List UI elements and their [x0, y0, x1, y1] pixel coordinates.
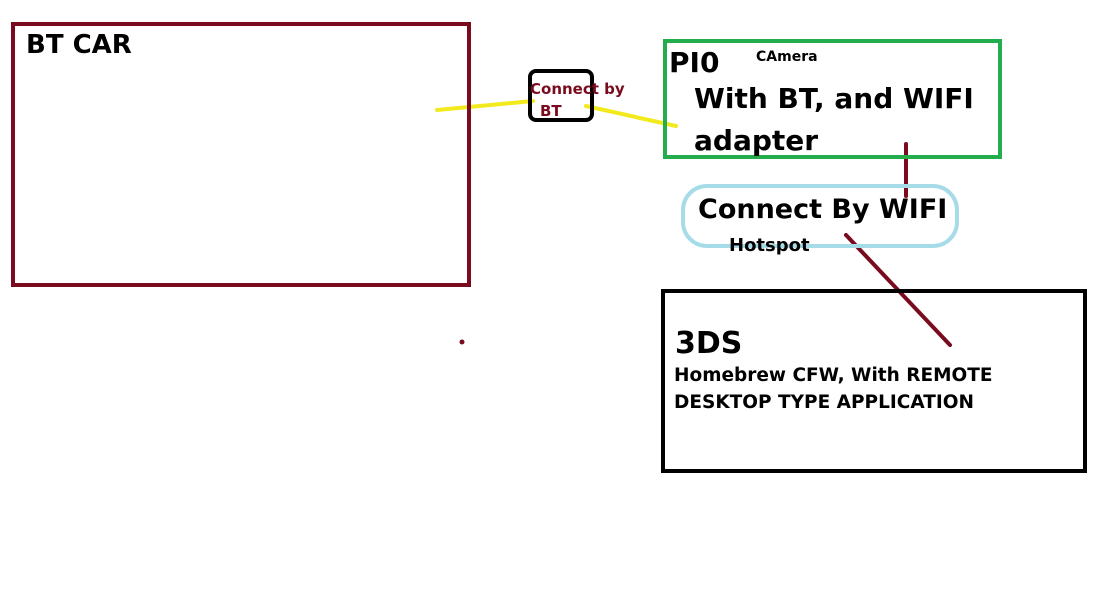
pi-description-line-1: With BT, and WIFI: [694, 82, 974, 115]
pi-box: [663, 39, 1002, 159]
bt-link-label: Connect by: [530, 80, 625, 98]
3ds-title: 3DS: [675, 326, 743, 361]
3ds-box: [661, 289, 1087, 473]
pi-title: PI0: [669, 46, 720, 79]
wifi-hotspot-label: Hotspot: [729, 235, 810, 256]
bt-car-title: BT CAR: [26, 30, 132, 60]
pi-camera-label: CAmera: [756, 49, 818, 65]
bt-car-box: [11, 22, 471, 287]
3ds-description-line-2: DESKTOP TYPE APPLICATION: [674, 392, 974, 413]
wifi-cloud: [681, 184, 959, 248]
3ds-description-line-1: Homebrew CFW, With REMOTE: [674, 365, 993, 386]
bt-link-node: [528, 69, 594, 122]
pi-description-line-2: adapter: [694, 124, 819, 157]
bt-link-label-2: BT: [540, 102, 562, 120]
stray-dot: [459, 339, 465, 345]
wifi-label: Connect By WIFI: [698, 194, 948, 225]
